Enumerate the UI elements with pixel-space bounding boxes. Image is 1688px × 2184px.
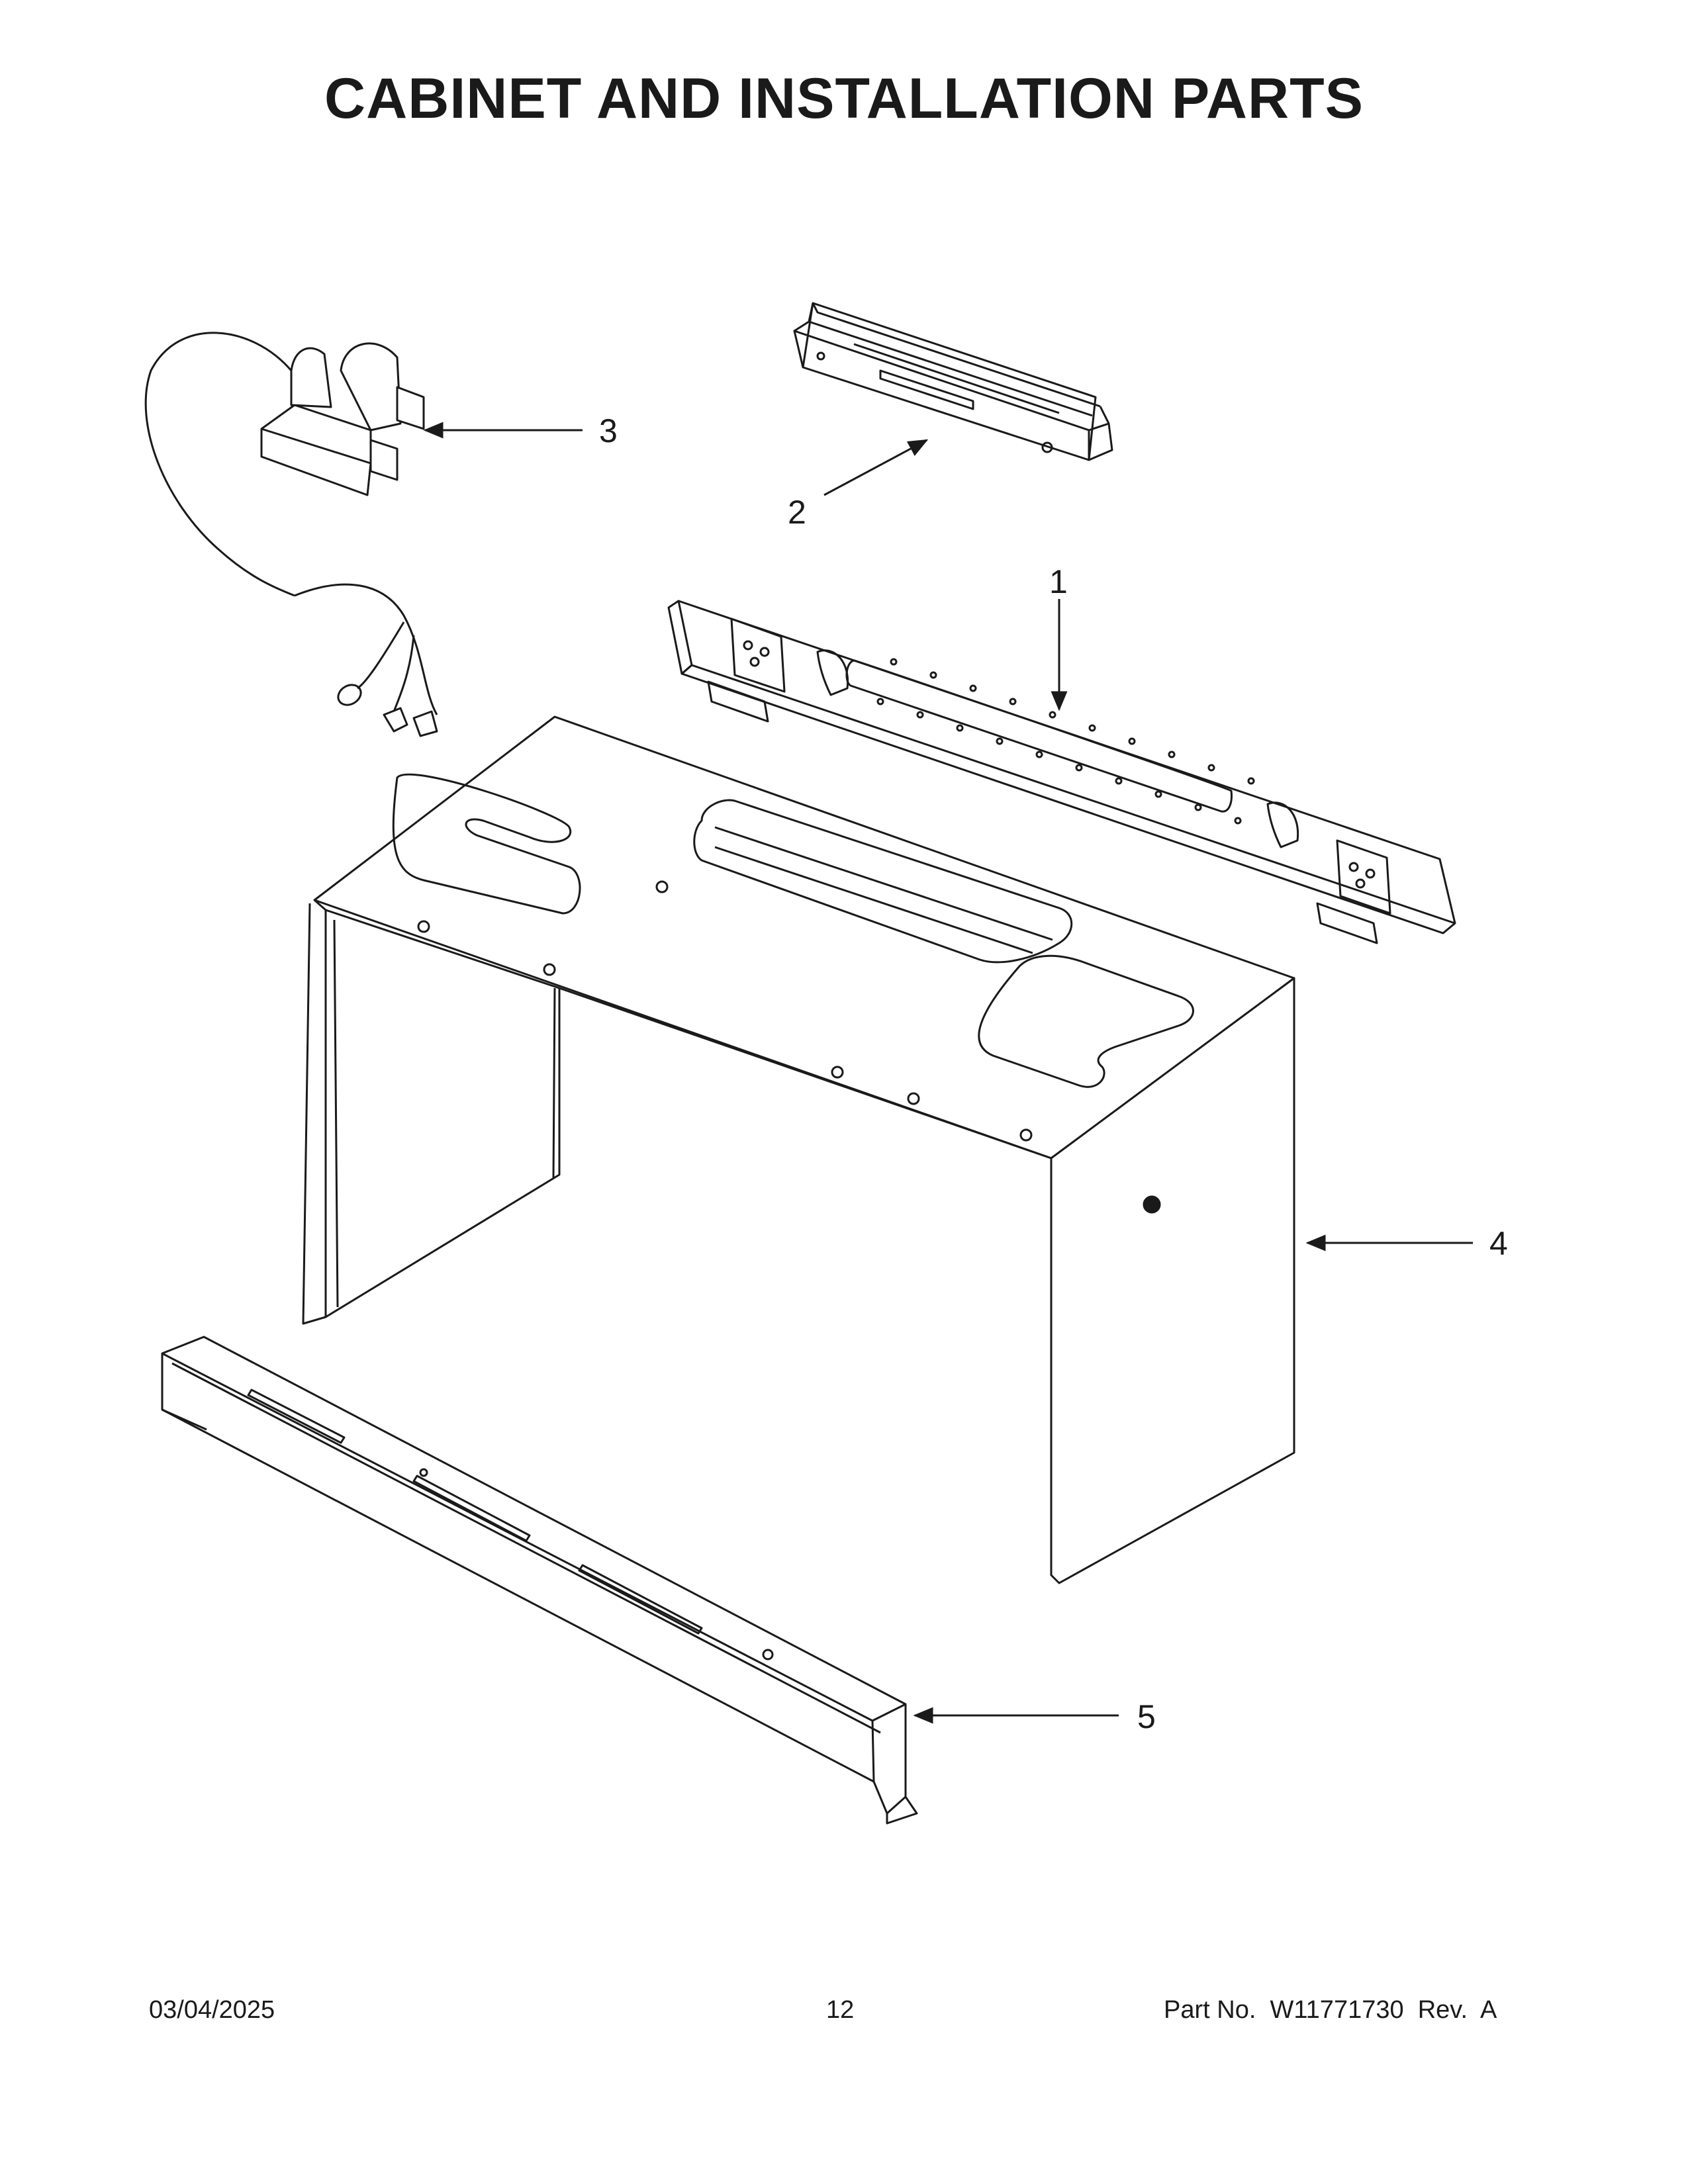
cabinet-housing-part [302,715,1295,1584]
callout-1: 1 [1049,563,1068,600]
callout-4: 4 [1489,1225,1508,1262]
leader-line-2 [823,439,929,496]
callout-5: 5 [1137,1698,1156,1735]
footer-date: 03/04/2025 [149,1996,275,2024]
bottom-rail-part [161,1336,918,1825]
mounting-plate-part [667,600,1456,944]
callout-3: 3 [599,412,618,449]
page-title: CABINET AND INSTALLATION PARTS [324,67,1364,130]
callout-2: 2 [788,494,806,531]
power-cord-part [144,332,438,737]
footer-page-number: 12 [826,1996,855,2024]
footer-part-number: Part No. W11771730 Rev. A [1164,1996,1497,2024]
vent-bracket-part [793,302,1113,461]
